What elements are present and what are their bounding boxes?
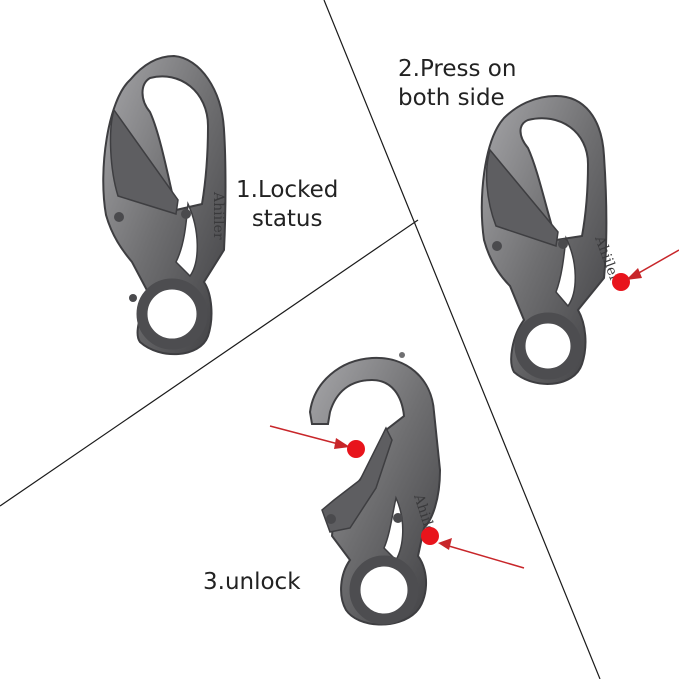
step-1-label-line: 1.Locked — [236, 177, 339, 203]
press-arrow — [269, 425, 347, 447]
step-1-label-line: status — [251, 206, 323, 232]
press-arrow-head — [626, 268, 642, 280]
press-dot — [612, 273, 630, 291]
divider-line-diagonal — [0, 219, 419, 507]
press-arrow-head — [334, 438, 350, 449]
carabiner-locked-icon: Ahiiler — [102, 54, 227, 355]
press-arrow — [441, 543, 525, 569]
press-dot — [347, 440, 365, 458]
step-3-label-line: 3.unlock — [203, 569, 301, 595]
divider-line-vertical — [323, 0, 601, 679]
press-dot — [421, 527, 439, 545]
step-2-label-line: 2.Press on — [398, 56, 517, 82]
carabiner-press-icon: Ahiiler — [480, 94, 623, 385]
step-2-label: 2.Press on both side — [398, 55, 516, 113]
press-arrow-head — [438, 538, 452, 550]
step-2-label-line: both side — [398, 85, 505, 111]
brand-engraving: Ahiiler — [210, 191, 226, 240]
step-3-label: 3.unlock — [203, 568, 301, 597]
carabiner-unlocked-icon: Ahiiler — [308, 352, 442, 626]
step-1-label: 1.Locked status — [236, 176, 338, 234]
